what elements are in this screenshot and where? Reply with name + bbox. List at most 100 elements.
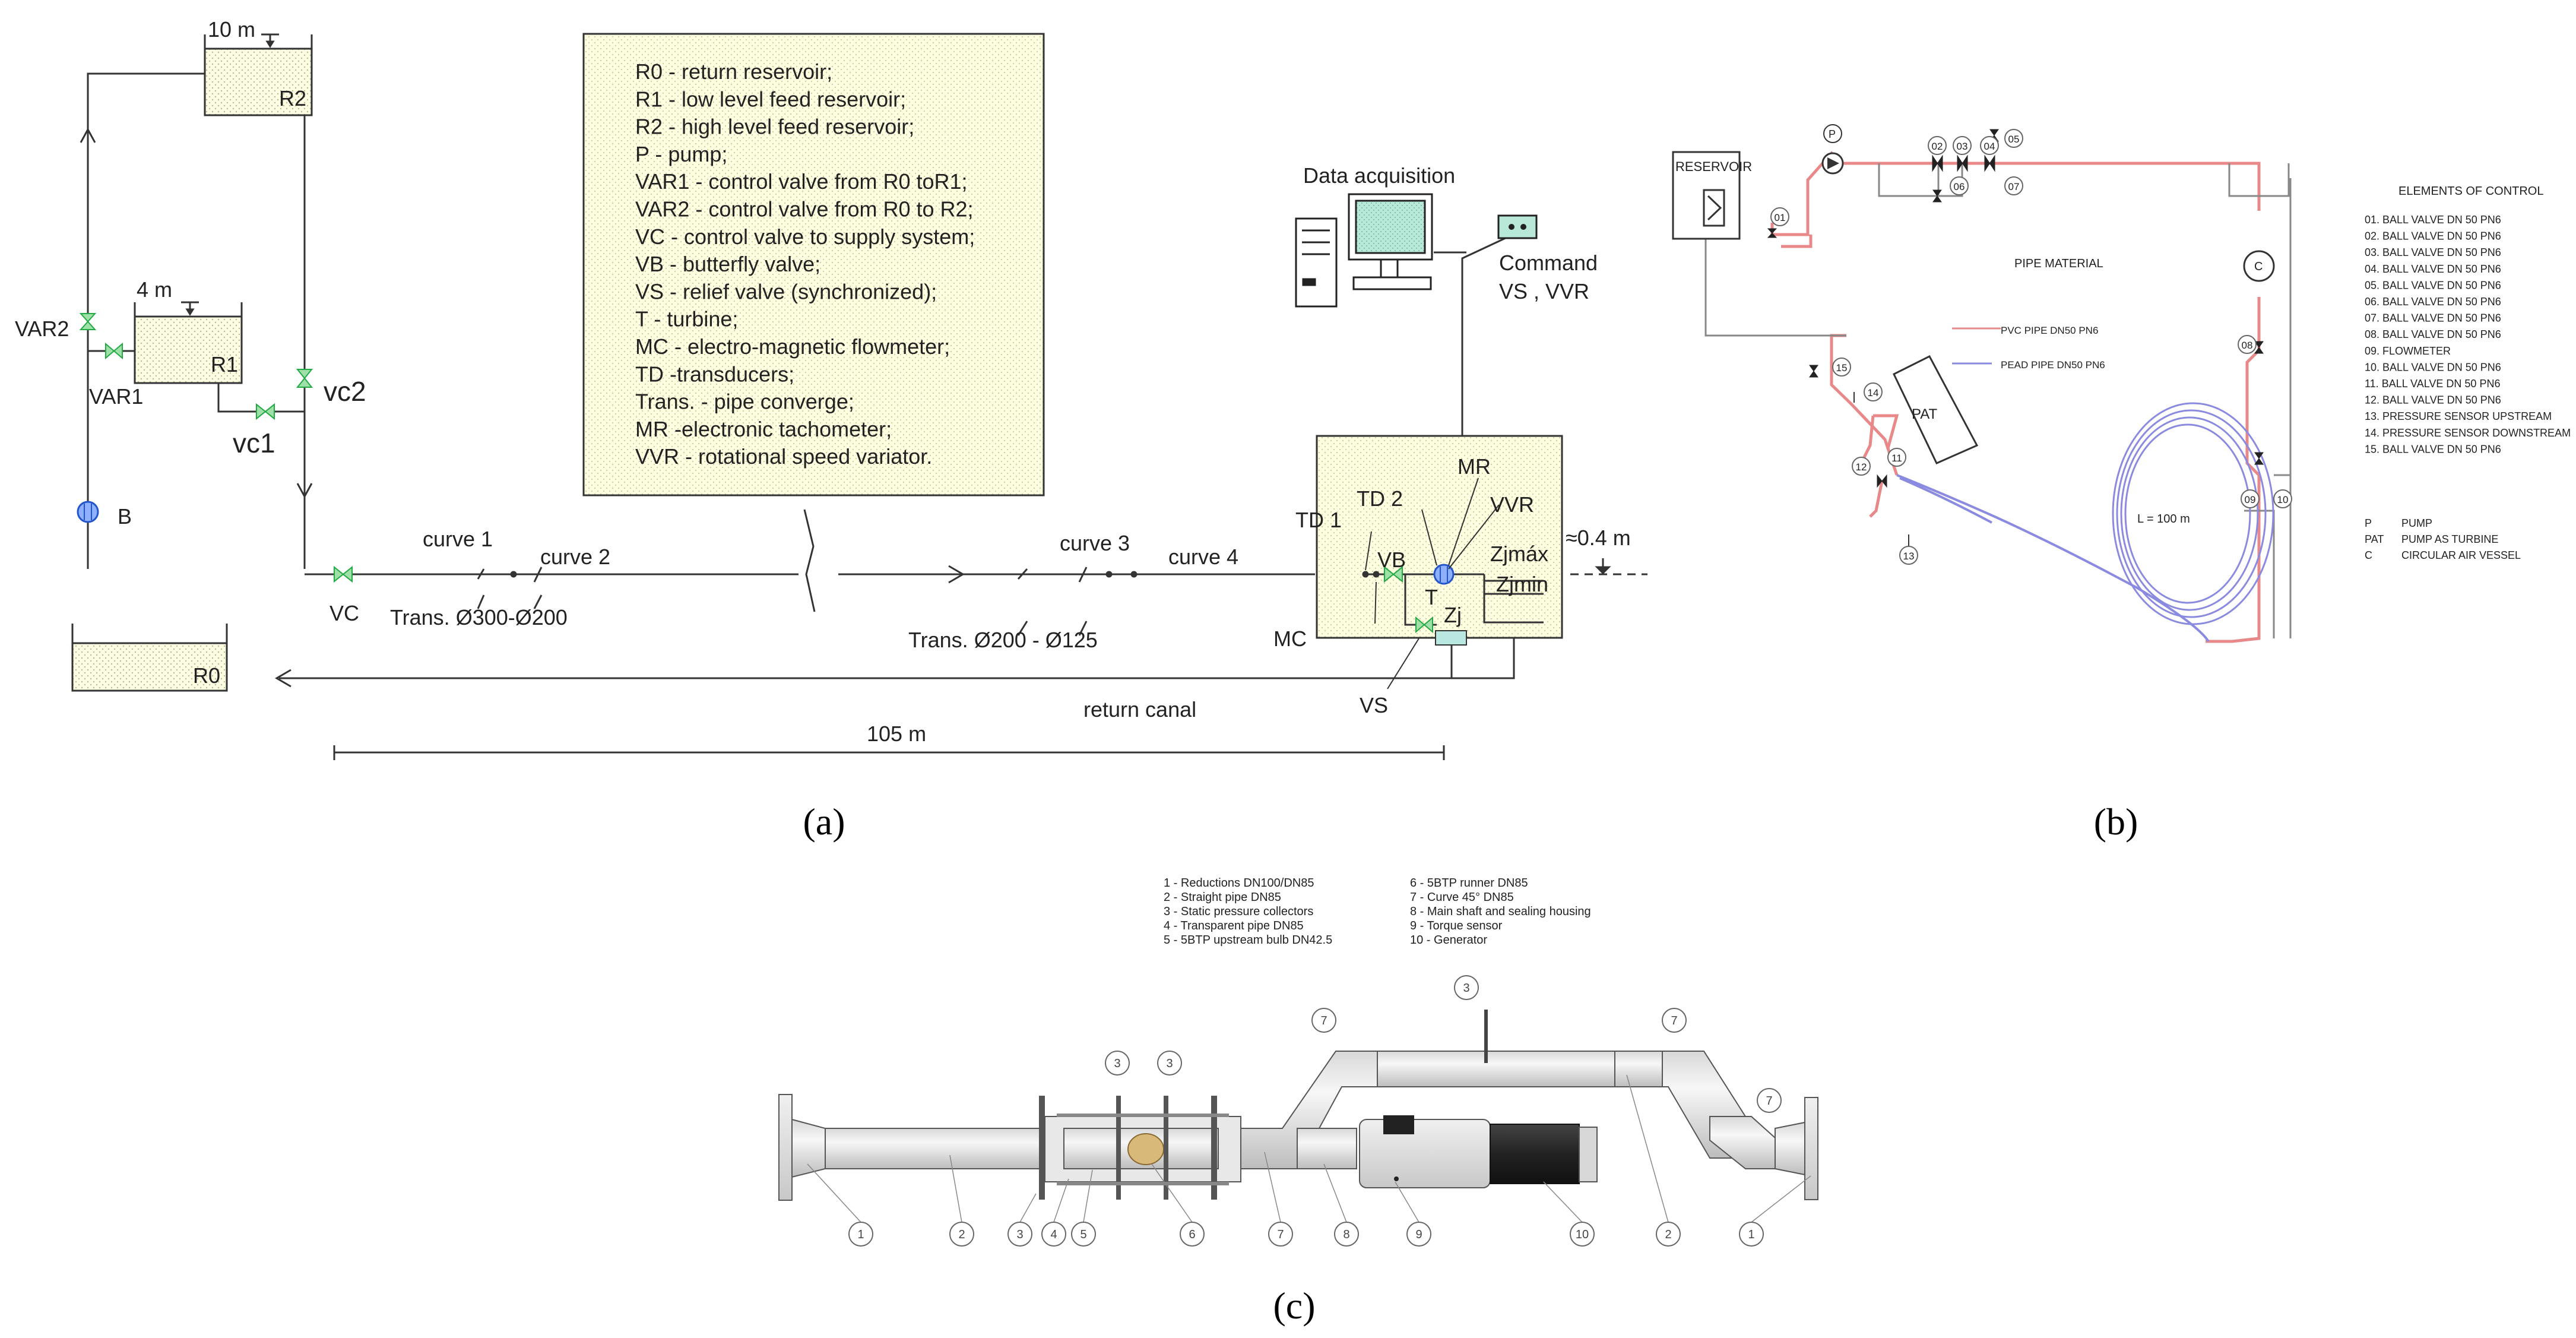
node-callout-circle [1950,176,1969,195]
label-vc: VC [329,601,359,625]
node-callout-label: 11 [1891,453,1902,464]
label-high-level: 10 m [208,17,255,42]
label-r1: R1 [211,352,238,377]
label-command: Command [1499,251,1598,275]
callout-circle [1157,1051,1182,1076]
abbreviation-code: PAT [2365,533,2384,545]
label-vc2: vc2 [324,376,366,407]
node-callout-circle [1928,136,1947,155]
callout-circle [848,1222,873,1247]
label-vc1: vc1 [233,428,275,458]
panel-b [1672,124,2292,643]
node-callout-label: 02 [1932,141,1943,152]
label-curve-4: curve 4 [1168,545,1238,569]
callout-number: 7 [1671,1014,1677,1027]
label-td1: TD 1 [1295,508,1342,532]
callout-leader [1019,1193,1037,1223]
legend-c-item: 3 - Static pressure collectors [1164,905,1313,918]
node-callout-label: 12 [1856,461,1867,473]
node-callout-circle [1770,207,1789,226]
label-r2: R2 [279,86,306,110]
caption-b: (b) [2094,801,2138,843]
label-var2: VAR2 [15,317,69,341]
node-callout-label: 10 [2277,494,2289,505]
label-command-targets: VS , VVR [1499,279,1589,303]
callout-circle [1334,1222,1359,1247]
legend-a-item: VAR1 - control valve from R0 toR1; [635,169,968,194]
node-callout-label: 03 [1957,141,1968,152]
label-vvr: VVR [1490,492,1534,517]
air-vessel-c [2243,250,2275,282]
valve-var1 [105,342,123,360]
pvc-pipes [1770,151,2261,643]
legend-a-item: MR -electronic tachometer; [635,417,892,441]
callout-circle [1268,1222,1293,1247]
label-return-canal: return canal [1083,697,1196,722]
valve-vc1 [256,403,275,420]
callout-number: 3 [1166,1057,1173,1070]
abbreviation-text: CIRCULAR AIR VESSEL [2401,549,2521,561]
label-pvc-pipe: PVC PIPE DN50 PN6 [2001,325,2098,336]
pead-pipes [1896,402,2274,643]
valve-var2 [79,313,97,330]
callout-number: 3 [1114,1057,1120,1070]
element-of-control-item: 10. BALL VALVE DN 50 PN6 [2365,361,2501,373]
callout-leader [1151,1163,1193,1223]
legend-c-item: 4 - Transparent pipe DN85 [1164,919,1304,932]
legend-a-item: VVR - rotational speed variator. [635,444,932,469]
legend-a-item: VS - relief valve (synchronized); [635,279,937,303]
callout-number: 2 [958,1228,965,1241]
legend-c-item: 2 - Straight pipe DN85 [1164,891,1281,904]
element-of-control-item: 07. BALL VALVE DN 50 PN6 [2365,312,2501,324]
computer-icon [1295,193,1433,308]
callout-number: 6 [1189,1228,1195,1241]
node-callout-label: 09 [2245,494,2256,505]
node-callout-label: 07 [2008,181,2020,192]
legend-c-item: 5 - 5BTP upstream bulb DN42.5 [1164,934,1332,947]
node-callout-circle [2004,176,2023,195]
sensors [1853,392,1909,546]
callout-circle [1454,975,1479,1000]
callout-leader [1543,1181,1583,1223]
legend-a-item: MC - electro-magnetic flowmeter; [635,334,950,359]
callout-number: 8 [1343,1228,1349,1241]
element-of-control-item: 08. BALL VALVE DN 50 PN6 [2365,328,2501,340]
node-callout-circle [1953,136,1972,155]
legend-c-item: 9 - Torque sensor [1410,919,1503,932]
callout-number: 3 [1463,982,1469,995]
label-data-acquisition: Data acquisition [1303,163,1455,188]
callout-leader [1083,1169,1093,1223]
element-of-control-item: 11. BALL VALVE DN 50 PN6 [2365,378,2500,390]
abbreviation-text: PUMP [2401,517,2432,529]
label-transition-2: Trans. Ø200 - Ø125 [908,628,1098,652]
callout-circle [1311,1008,1336,1033]
callout-number: 3 [1016,1228,1023,1241]
callout-circle [1105,1051,1130,1076]
callout-number: 1 [857,1228,864,1241]
callout-circle [1041,1222,1066,1247]
callout-number: 1 [1748,1228,1754,1241]
callout-leader [1395,1181,1420,1223]
node-callout-circle [1864,382,1883,401]
legend-c-item: 6 - 5BTP runner DN85 [1410,877,1528,890]
panel-c [778,1010,1818,1201]
legend-a-item: R1 - low level feed reservoir; [635,87,906,111]
node-callout-circle [2004,129,2023,148]
reservoir-r2 [204,48,313,116]
callout-number: 5 [1080,1228,1086,1241]
ball-valves [1767,129,2264,488]
label-curve-2: curve 2 [540,545,610,569]
reservoir-r1 [134,315,243,384]
node-callout-circle [1887,448,1906,467]
node-callout-label: 13 [1903,551,1915,562]
element-of-control-item: 03. BALL VALVE DN 50 PN6 [2365,246,2501,258]
label-transition-1: Trans. Ø300-Ø200 [390,605,568,630]
callout-leader [1264,1152,1281,1223]
label-outlet-level: ≈0.4 m [1566,526,1631,550]
legend-c-item: 10 - Generator [1410,934,1487,947]
callout-circle [1007,1222,1032,1247]
label-mc: MC [1273,627,1307,651]
